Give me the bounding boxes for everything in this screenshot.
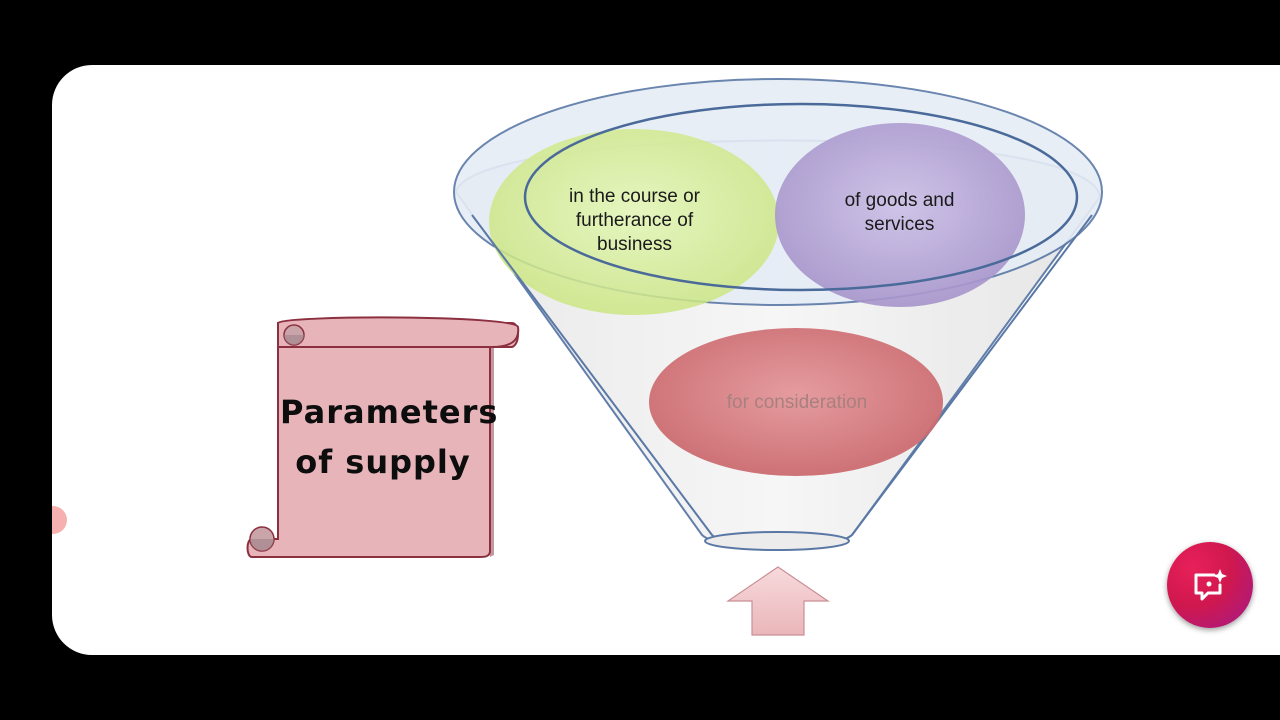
ellipse-goods xyxy=(775,123,1025,307)
label-consideration: for consideration xyxy=(726,392,868,413)
ellipse-consideration xyxy=(649,328,943,476)
scroll-title-line-2: of supply xyxy=(295,442,471,481)
scroll-title-line-1: Parameters xyxy=(280,393,499,431)
chat-action-button[interactable] xyxy=(1167,542,1253,628)
label-business: in the course or furtherance of business xyxy=(569,186,700,255)
chat-sparkle-icon xyxy=(1194,569,1227,601)
ellipse-business xyxy=(489,129,779,315)
parameters-scroll xyxy=(246,316,520,558)
edge-indicator xyxy=(52,506,67,534)
label-goods: of goods and services xyxy=(844,190,955,235)
slide: in the course or furtherance of business… xyxy=(52,65,1280,655)
up-arrow xyxy=(726,566,830,636)
diagram-canvas xyxy=(246,78,1103,636)
scroll-title: Parameters of supply xyxy=(280,388,499,487)
funnel-bottom xyxy=(704,531,850,551)
funnel-rim-inner xyxy=(523,102,1079,292)
